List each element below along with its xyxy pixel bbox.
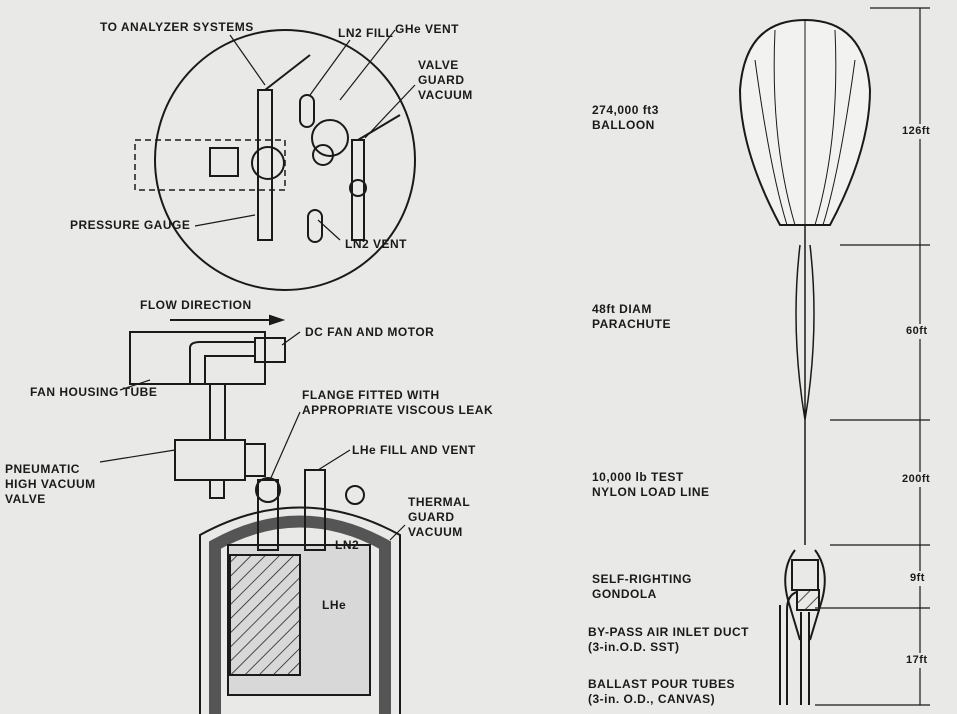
leader-lines [99, 29, 416, 541]
label-flange: FLANGE FITTED WITH APPROPRIATE VISCOUS L… [302, 388, 494, 417]
label-ln2-vent: LN2 VENT [345, 237, 408, 251]
parachute-and-line [795, 225, 815, 545]
label-to-analyzer: TO ANALYZER SYSTEMS [100, 20, 254, 34]
label-pressure-gauge: PRESSURE GAUGE [70, 218, 191, 232]
label-gondola: SELF-RIGHTING GONDOLA [592, 572, 692, 601]
label-lhe-fill: LHe FILL AND VENT [352, 443, 476, 457]
dimension-60ft: 60ft [906, 324, 928, 339]
label-load-line: 10,000 lb TEST NYLON LOAD LINE [592, 470, 710, 499]
label-flow-direction: FLOW DIRECTION [140, 298, 252, 312]
label-dc-fan: DC FAN AND MOTOR [305, 325, 435, 339]
label-duct: BY-PASS AIR INLET DUCT (3-in.O.D. SST) [588, 625, 750, 654]
label-pneumatic-valve: PNEUMATIC HIGH VACUUM VALVE [5, 462, 96, 506]
dimension-17ft: 17ft [906, 653, 928, 668]
dimension-9ft: 9ft [910, 571, 925, 586]
label-parachute: 48ft DIAM PARACHUTE [592, 302, 671, 331]
label-balloon: 274,000 ft3 BALLOON [592, 103, 659, 132]
label-ln2-fill: LN2 FILL [338, 26, 394, 40]
fan-housing [129, 314, 286, 481]
label-thermal-guard: THERMAL GUARD VACUUM [408, 495, 471, 539]
label-ln2: LN2 [335, 538, 360, 552]
dimension-200ft: 200ft [902, 472, 931, 487]
label-ballast: BALLAST POUR TUBES (3-in. O.D., CANVAS) [588, 677, 735, 706]
label-lhe: LHe [322, 598, 347, 612]
valve-head-view [134, 29, 416, 291]
label-ghe-vent: GHe VENT [395, 22, 460, 36]
balloon [738, 18, 872, 226]
label-fan-housing: FAN HOUSING TUBE [30, 385, 158, 399]
gondola [779, 549, 826, 705]
label-valve-guard-vacuum: VALVE GUARD VACUUM [418, 58, 473, 102]
dewar [199, 469, 401, 714]
dimension-126ft: 126ft [902, 124, 931, 139]
